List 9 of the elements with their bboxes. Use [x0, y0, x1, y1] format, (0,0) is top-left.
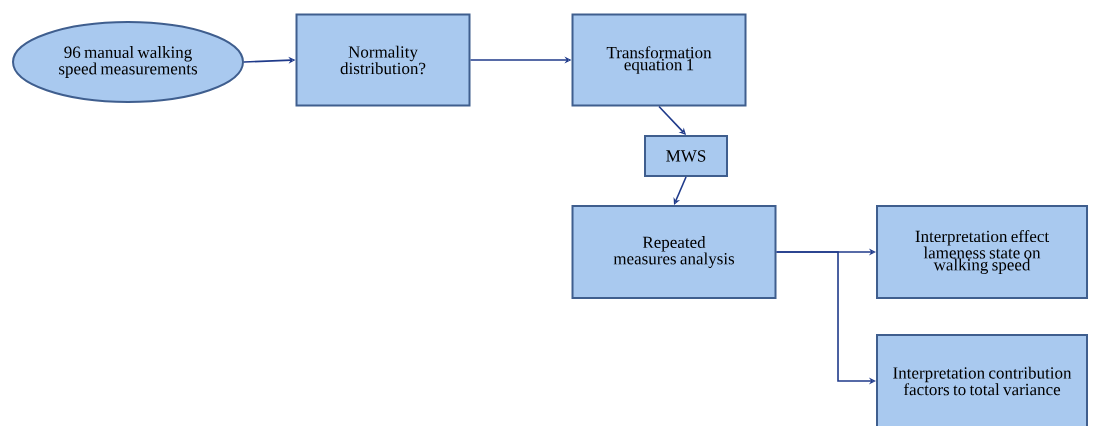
process-box: Interpretation effect lameness state on walking speed: [876, 205, 1088, 299]
process-box: Repeated measures analysis: [571, 205, 777, 299]
process-box: Interpretation contribution factors to total variance: [876, 334, 1088, 426]
process-box: Transformation equation 1: [571, 13, 747, 107]
arrow: [658, 105, 686, 135]
ellipse-node: 96 manual walking speed measurements: [12, 21, 244, 103]
process-box: Normality distribution?: [295, 13, 471, 107]
process-box: MWS: [644, 135, 728, 177]
arrow: [673, 176, 687, 205]
